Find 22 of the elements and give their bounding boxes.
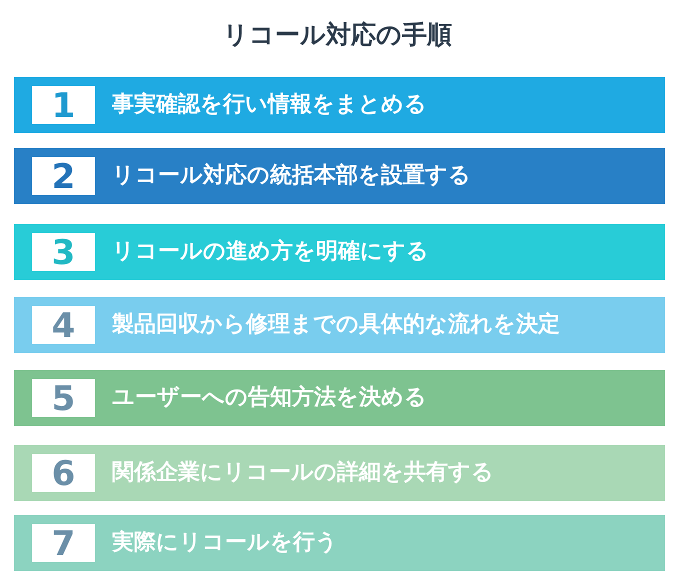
- step-text: 関係企業にリコールの詳細を共有する: [112, 459, 494, 487]
- step-text: 事実確認を行い情報をまとめる: [112, 90, 427, 119]
- step-bar: [14, 445, 665, 501]
- step-number: 2: [32, 157, 95, 195]
- step-bar: [14, 297, 665, 353]
- step-text: ユーザーへの告知方法を決める: [112, 384, 427, 412]
- step-number: 4: [32, 306, 95, 344]
- step-text: 製品回収から修理までの具体的な流れを決定: [112, 310, 560, 339]
- step-text: リコール対応の統括本部を設置する: [112, 162, 471, 190]
- step-text: 実際にリコールを行う: [112, 528, 338, 557]
- step-bar: [14, 370, 665, 426]
- step-number: 5: [32, 379, 95, 417]
- step-bar: [14, 224, 665, 280]
- step-number: 1: [32, 86, 95, 124]
- step-bar: [14, 77, 665, 133]
- step-bar: [14, 148, 665, 204]
- step-number: 3: [32, 233, 95, 271]
- step-number: 7: [32, 524, 95, 562]
- step-bar: [14, 515, 665, 571]
- diagram-title: リコール対応の手順: [222, 19, 453, 51]
- step-text: リコールの進め方を明確にする: [112, 238, 429, 266]
- step-number: 6: [32, 454, 95, 492]
